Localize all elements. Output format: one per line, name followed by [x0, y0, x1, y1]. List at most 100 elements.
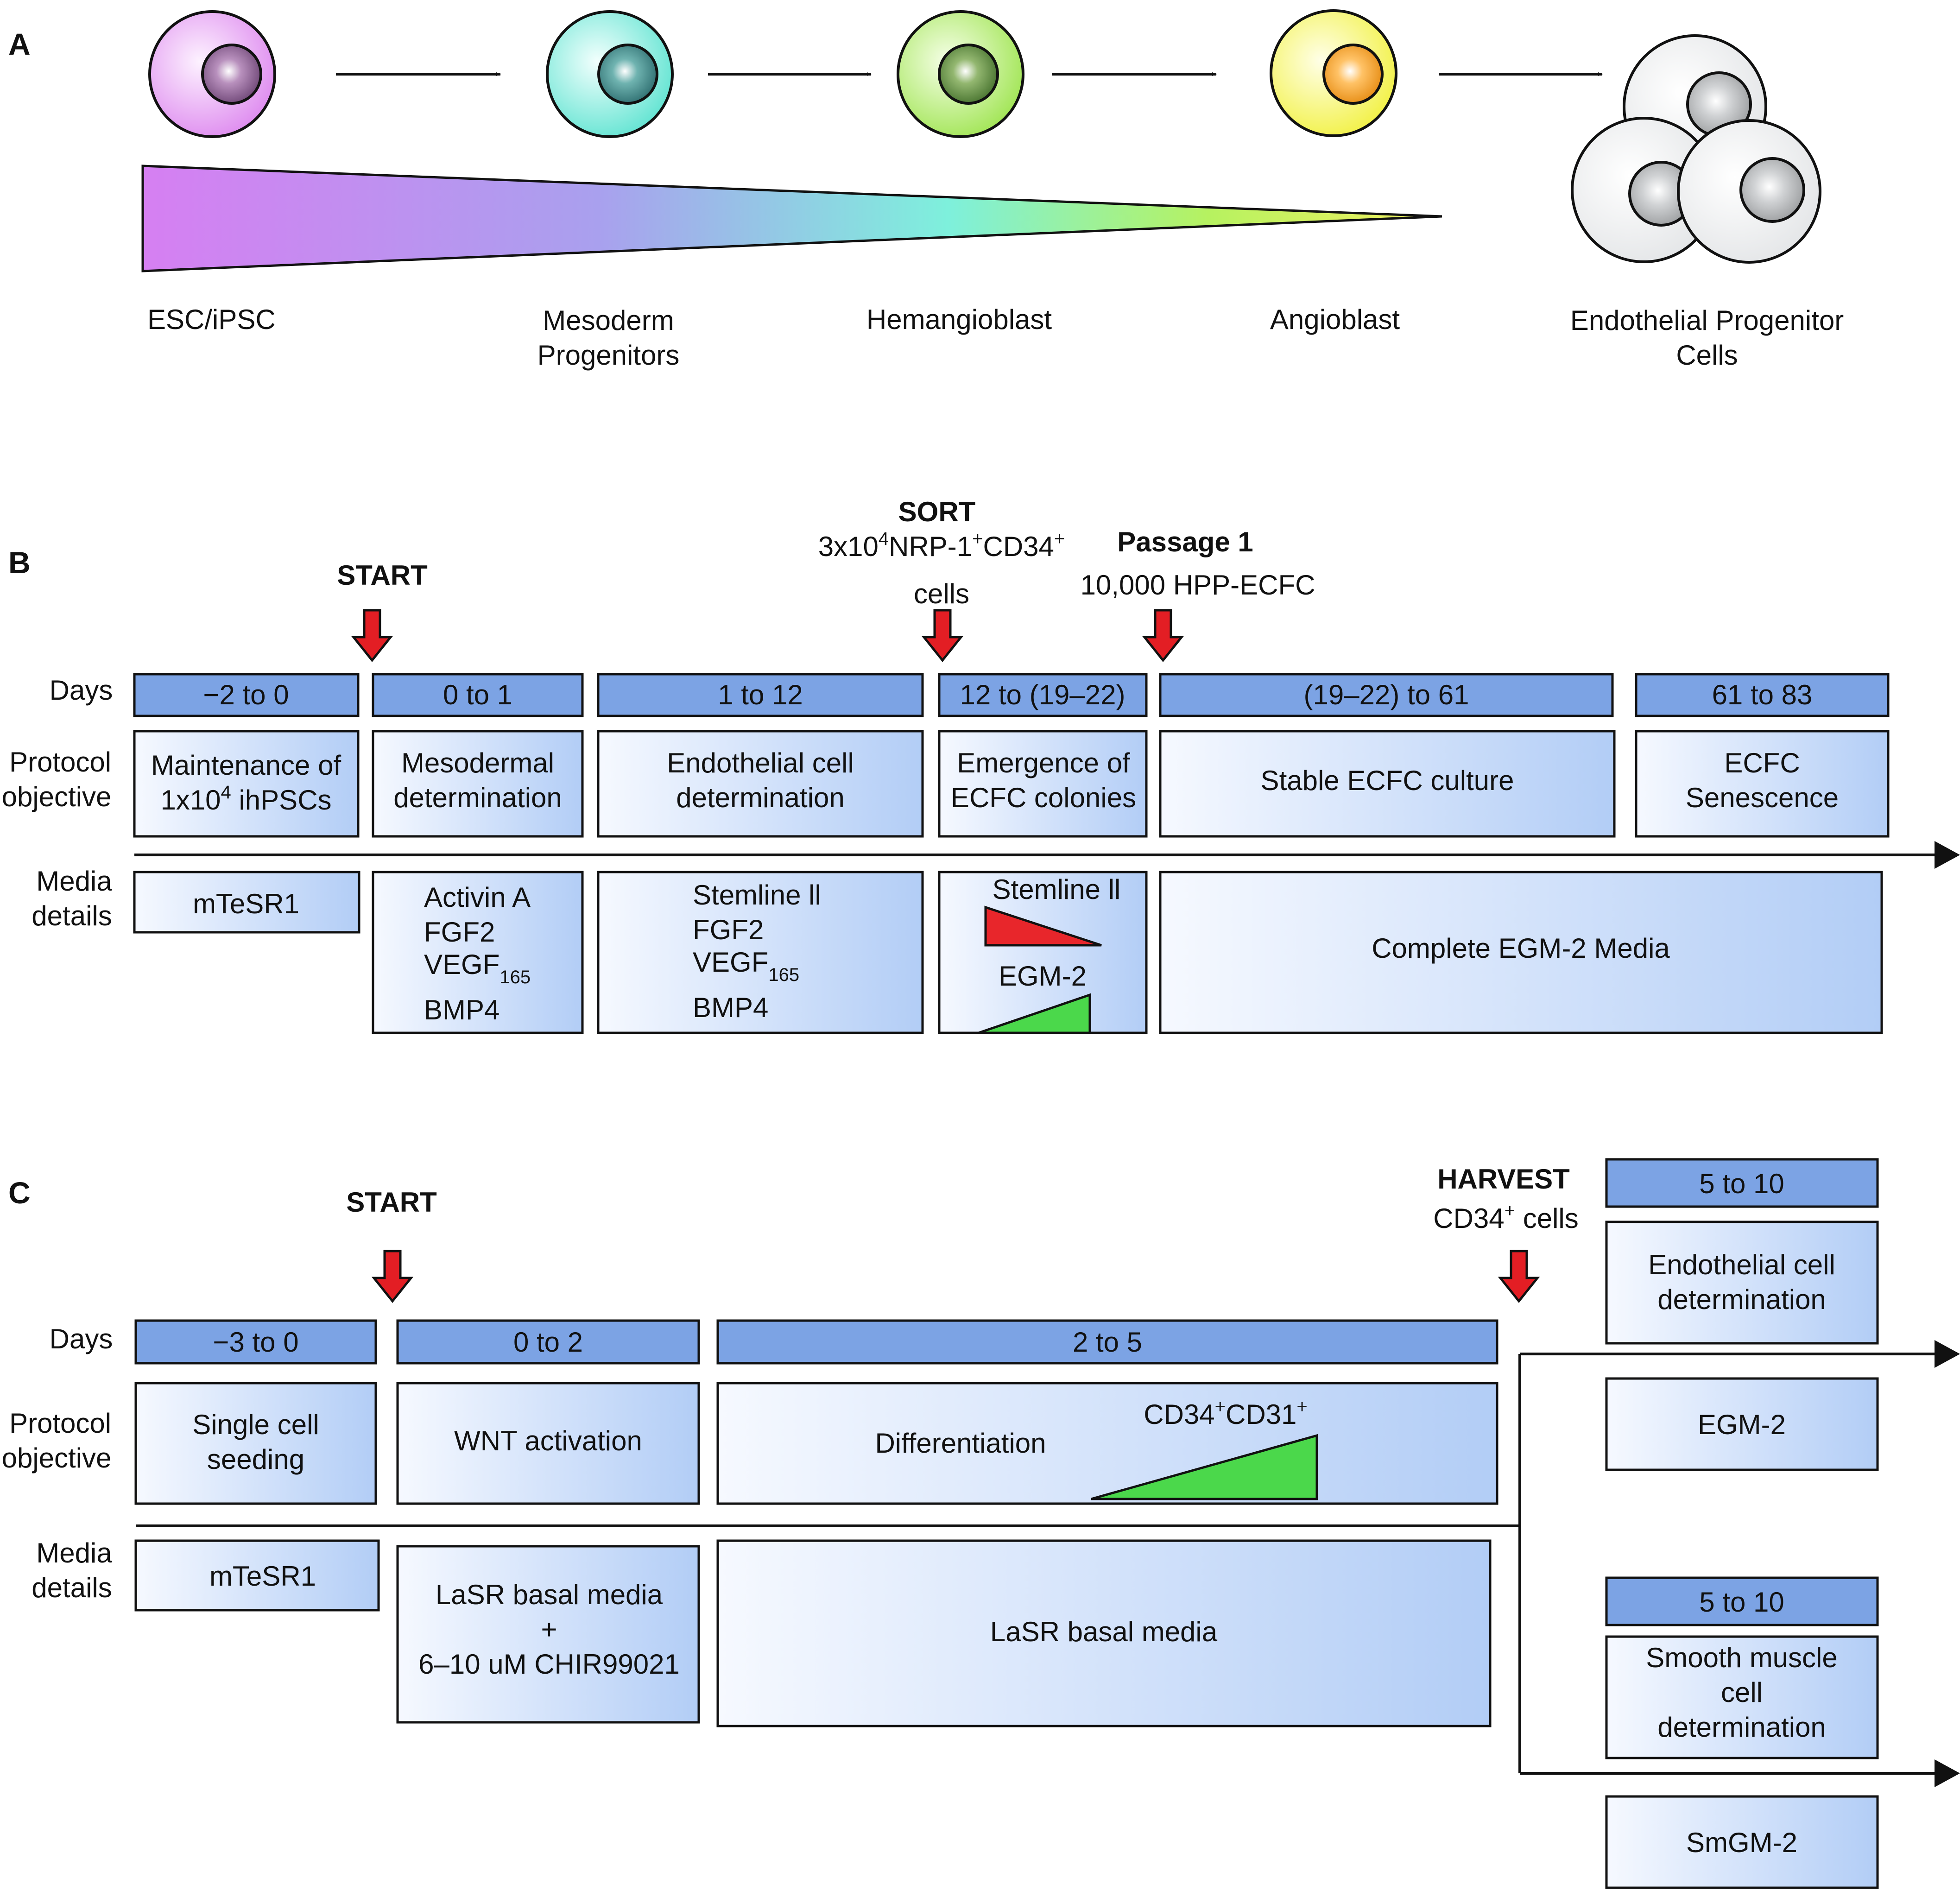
objective-b-6-line2: Senescence — [1686, 782, 1839, 813]
harvest-line: CD34+ cells — [1433, 1201, 1578, 1234]
red-arrow-start-c — [371, 1250, 414, 1303]
objective-c-1-line2: seeding — [207, 1444, 304, 1475]
sort-line2: cells — [914, 578, 969, 609]
objective-b-2-line1: Mesodermal — [401, 747, 554, 778]
stage-label-epc-2: Cells — [1676, 340, 1738, 371]
stage-label-mesoderm-1: Mesoderm — [543, 305, 674, 336]
branch-smooth-muscle-objective-2: cell — [1721, 1677, 1763, 1708]
branch-endothelial-objective-2: determination — [1657, 1284, 1826, 1315]
row-label-protocol-b-1: Protocol — [9, 746, 111, 778]
day-b-4: 12 to (19–22) — [960, 679, 1125, 710]
media-b-1: mTeSR1 — [193, 888, 299, 919]
branch-endothelial-media: EGM-2 — [1698, 1409, 1786, 1440]
media-b-3-item3: VEGF165 — [693, 947, 799, 985]
cell-hemangioblast-icon — [897, 10, 1024, 138]
media-b-2-item2: FGF2 — [424, 917, 495, 948]
day-b-3: 1 to 12 — [718, 679, 803, 710]
day-c-2: 0 to 2 — [513, 1327, 583, 1358]
cell-angioblast-icon — [1270, 9, 1397, 137]
objective-c-1-line1: Single cell — [192, 1409, 319, 1440]
red-arrow-harvest — [1498, 1250, 1540, 1303]
cell-esc-icon — [148, 10, 276, 138]
media-row-c: mTeSR1 LaSR basal media + 6–10 uM CHIR99… — [134, 1539, 1492, 1727]
media-b-3-item2: FGF2 — [693, 914, 764, 945]
day-b-1: −2 to 0 — [203, 679, 289, 710]
day-b-6: 61 to 83 — [1712, 679, 1813, 710]
red-arrow-sort — [921, 609, 964, 663]
row-label-days-c: Days — [50, 1323, 113, 1354]
panel-label-a: A — [8, 27, 31, 61]
media-c-2-line3: 6–10 uM CHIR99021 — [418, 1649, 680, 1680]
day-b-5: (19–22) to 61 — [1304, 679, 1469, 710]
cd34-cd31-marker-label: CD34+CD31+ — [1144, 1397, 1308, 1430]
row-label-media-b-1: Media — [36, 866, 112, 897]
objective-b-6-line1: ECFC — [1724, 747, 1800, 778]
media-c-1: mTeSR1 — [209, 1561, 316, 1592]
stage-label-epc-1: Endothelial Progenitor — [1570, 305, 1844, 336]
panel-label-c: C — [8, 1176, 31, 1210]
sort-title: SORT — [898, 496, 976, 527]
branch-endothelial-objective-1: Endothelial cell — [1648, 1249, 1835, 1280]
cd34-cd31-increase-wedge — [1091, 1434, 1318, 1500]
objective-b-1-line1: Maintenance of — [151, 750, 341, 781]
endothelial-progenitor-cells-icon — [1571, 34, 1821, 264]
stage-label-hemangioblast: Hemangioblast — [866, 304, 1052, 335]
row-label-media-c-1: Media — [36, 1537, 112, 1568]
media-b-4-bottom: EGM-2 — [999, 961, 1087, 992]
branch-smooth-muscle-arrowhead — [1935, 1759, 1960, 1787]
objective-b-4-line2: ECFC colonies — [951, 782, 1136, 813]
day-c-1: −3 to 0 — [213, 1327, 298, 1358]
stage-label-angioblast: Angioblast — [1270, 304, 1400, 335]
red-arrow-start-b — [351, 609, 393, 663]
row-label-days-b: Days — [50, 675, 113, 706]
media-b-3-item4: BMP4 — [693, 992, 768, 1023]
branch-smooth-muscle-media: SmGM-2 — [1686, 1827, 1797, 1858]
cell-mesoderm-icon — [546, 10, 674, 138]
media-b-4-top: Stemline ll — [993, 874, 1121, 905]
objective-c-2: WNT activation — [454, 1425, 642, 1456]
row-label-protocol-b-2: objective — [2, 781, 112, 812]
objective-c-3: Differentiation — [875, 1428, 1046, 1459]
day-b-2: 0 to 1 — [443, 679, 512, 710]
media-b-3-item1: Stemline ll — [693, 879, 821, 911]
branch-smooth-muscle-objective-1: Smooth muscle — [1646, 1642, 1838, 1673]
stemline-decrease-wedge — [984, 905, 1102, 947]
media-b-2-item4: BMP4 — [424, 994, 499, 1025]
media-b-2-item3: VEGF165 — [424, 949, 531, 987]
row-label-media-b-2: details — [32, 900, 112, 931]
objective-b-1-line2: 1x104 ihPSCs — [160, 782, 331, 816]
harvest-title: HARVEST — [1437, 1164, 1570, 1195]
media-b-2-item1: Activin A — [424, 882, 531, 913]
passage-title: Passage 1 — [1117, 526, 1253, 557]
red-arrow-passage — [1142, 609, 1184, 663]
days-row-b: −2 to 0 0 to 1 1 to 12 12 to (19–22) (19… — [133, 673, 1890, 717]
objective-b-3-line1: Endothelial cell — [667, 747, 854, 778]
objective-b-5: Stable ECFC culture — [1261, 765, 1514, 796]
start-label-c: START — [346, 1187, 437, 1218]
objective-b-2-line2: determination — [393, 782, 562, 813]
row-label-protocol-c-1: Protocol — [9, 1408, 111, 1439]
timeline-b-arrowhead — [1935, 841, 1960, 869]
day-c-3: 2 to 5 — [1073, 1327, 1142, 1358]
branch-smooth-muscle-days: 5 to 10 — [1699, 1587, 1784, 1618]
objective-b-3-line2: determination — [676, 782, 845, 813]
stage-label-mesoderm-2: Progenitors — [537, 340, 680, 371]
sort-line1: 3x104NRP-1+CD34+ — [818, 529, 1065, 562]
start-label-b: START — [337, 560, 428, 591]
differentiation-gradient-wedge — [141, 164, 1442, 272]
media-c-2-line2: + — [541, 1614, 557, 1645]
branch-smooth-muscle: 5 to 10 Smooth muscle cell determination… — [1605, 1576, 1879, 1889]
objective-row-c: Single cell seeding WNT activation Diffe… — [134, 1382, 1498, 1505]
branch-endothelial: 5 to 10 Endothelial cell determination E… — [1605, 1158, 1879, 1471]
passage-line: 10,000 HPP-ECFC — [1081, 569, 1315, 601]
branch-endothelial-arrowhead — [1935, 1340, 1960, 1368]
row-label-media-c-2: details — [32, 1572, 112, 1603]
media-row-b: mTeSR1 Activin A FGF2 VEGF165 BMP4 Steml… — [133, 871, 1883, 1034]
panel-label-b: B — [8, 545, 31, 580]
stage-label-esc: ESC/iPSC — [147, 304, 276, 335]
objective-row-b: Maintenance of 1x104 ihPSCs Mesodermal d… — [133, 730, 1890, 838]
objective-b-4-line1: Emergence of — [957, 747, 1130, 778]
branch-endothelial-days: 5 to 10 — [1699, 1168, 1784, 1199]
media-b-5: Complete EGM-2 Media — [1372, 933, 1670, 964]
